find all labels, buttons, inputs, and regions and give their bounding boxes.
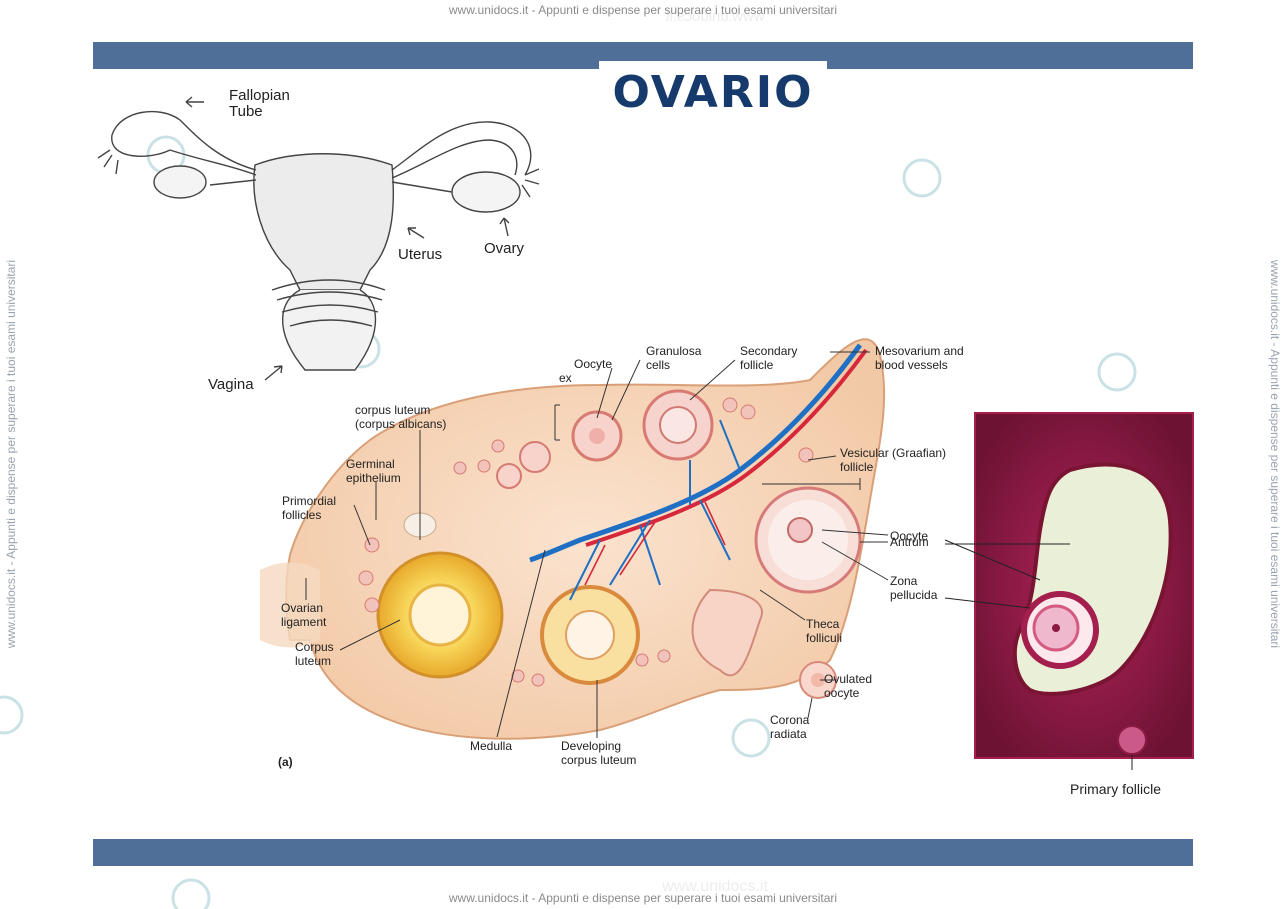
uterus-drawing <box>97 96 540 381</box>
ovary-leader-lines <box>305 351 889 738</box>
label-oocyte-top: Oocyte <box>574 357 613 371</box>
title-box: OVARIO <box>599 61 827 123</box>
label-corpus-albicans: corpus luteum(corpus albicans) <box>355 403 447 431</box>
watermark-ghost: www.unidocs.it <box>662 878 768 895</box>
footer-band <box>93 839 1193 866</box>
micrograph-leader-lines <box>944 539 1133 770</box>
panel-label: (a) <box>278 755 293 769</box>
watermark-bottom[interactable]: www.unidocs.it - Appunti e dispense per … <box>448 891 838 905</box>
ovary-drawing <box>260 338 886 740</box>
label-medulla: Medulla <box>470 739 513 753</box>
label-antrum: Antrum <box>890 535 929 549</box>
label-vesicular: Vesicular (Graafian)follicle <box>840 446 947 474</box>
label-primary-follicle: Primary follicle <box>1070 781 1162 797</box>
label-vagina: Vagina <box>208 376 254 393</box>
watermark-top[interactable]: www.unidocs.it - Appunti e dispense per … <box>448 3 838 17</box>
follicle-micrograph <box>974 412 1194 759</box>
label-oocyte-right: Oocyte <box>890 529 929 543</box>
label-ovary: Ovary <box>484 240 525 257</box>
label-ex: ex <box>559 371 572 385</box>
slide-title: OVARIO <box>612 67 814 118</box>
label-uterus: Uterus <box>398 246 443 263</box>
